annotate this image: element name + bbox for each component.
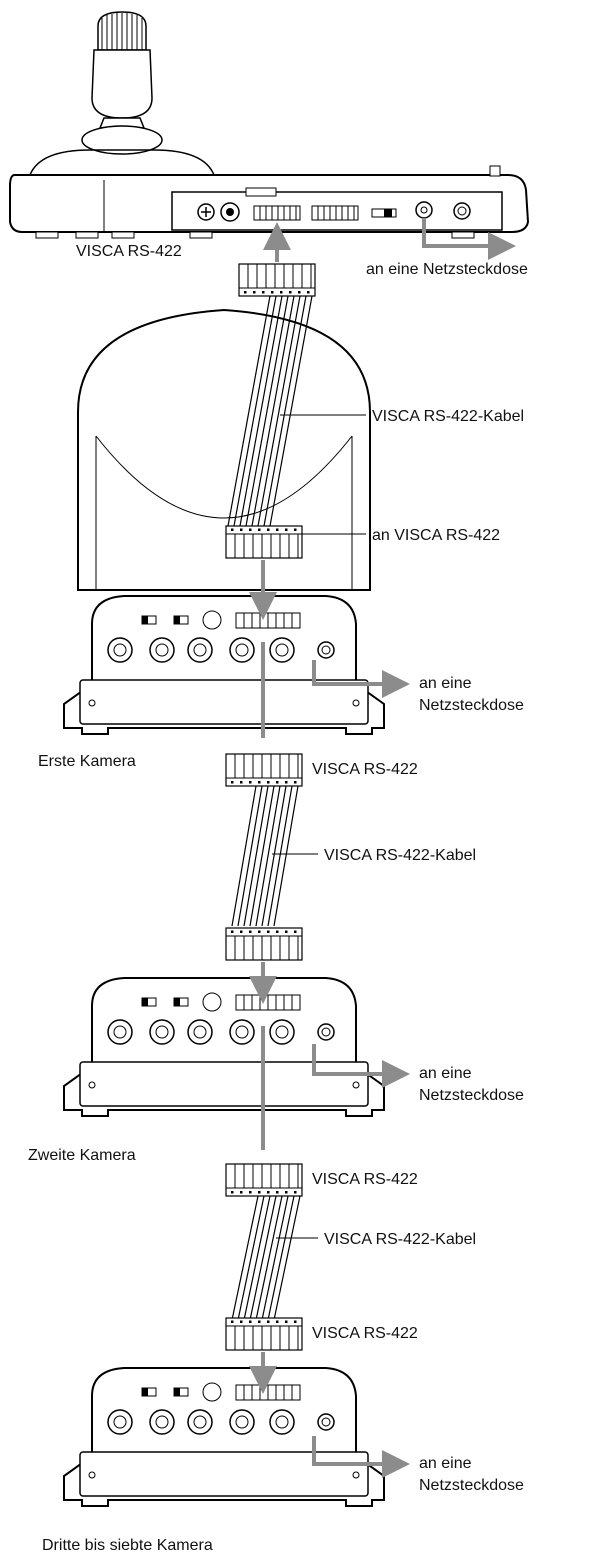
first-camera: [63, 308, 385, 735]
label-camera1-out: VISCA RS-422: [312, 761, 418, 778]
visca-cable-1: [227, 295, 313, 527]
label-camera3-power-1: an eine: [419, 1455, 472, 1472]
label-camera3-power-2: Netzsteckdose: [419, 1477, 524, 1494]
label-camera1-power-1: an eine: [419, 675, 472, 692]
label-controller-port: VISCA RS-422: [76, 243, 182, 260]
remote-controller: [9, 11, 530, 239]
leader-lines: [272, 414, 366, 1239]
label-cable-3: VISCA RS-422-Kabel: [324, 1231, 476, 1248]
visca-cable-3: [231, 1195, 301, 1321]
label-camera1-in: an VISCA RS-422: [372, 527, 500, 544]
label-camera2-power-1: an eine: [419, 1065, 472, 1082]
visca-cable-2: [231, 785, 299, 927]
plug-camera3-in: [225, 1317, 303, 1351]
label-camera2-name: Zweite Kamera: [28, 1147, 136, 1164]
label-controller-power: an eine Netzsteckdose: [366, 261, 528, 278]
plug-camera2-in: [225, 927, 303, 961]
label-cable-1: VISCA RS-422-Kabel: [372, 408, 524, 425]
label-camera1-name: Erste Kamera: [38, 753, 136, 770]
third-camera: [63, 1367, 385, 1507]
label-camera3-name: Dritte bis siebte Kamera: [42, 1537, 213, 1554]
label-camera2-out: VISCA RS-422: [312, 1171, 418, 1188]
plug-controller: [238, 263, 316, 297]
label-camera2-power-2: Netzsteckdose: [419, 1087, 524, 1104]
label-cable-2: VISCA RS-422-Kabel: [324, 847, 476, 864]
label-camera3-in: VISCA RS-422: [312, 1325, 418, 1342]
second-camera: [63, 977, 385, 1117]
plug-camera2-out: [225, 1163, 303, 1197]
plug-camera1-out: [225, 753, 303, 787]
label-camera1-power-2: Netzsteckdose: [419, 697, 524, 714]
plug-camera1-in: [225, 525, 303, 559]
